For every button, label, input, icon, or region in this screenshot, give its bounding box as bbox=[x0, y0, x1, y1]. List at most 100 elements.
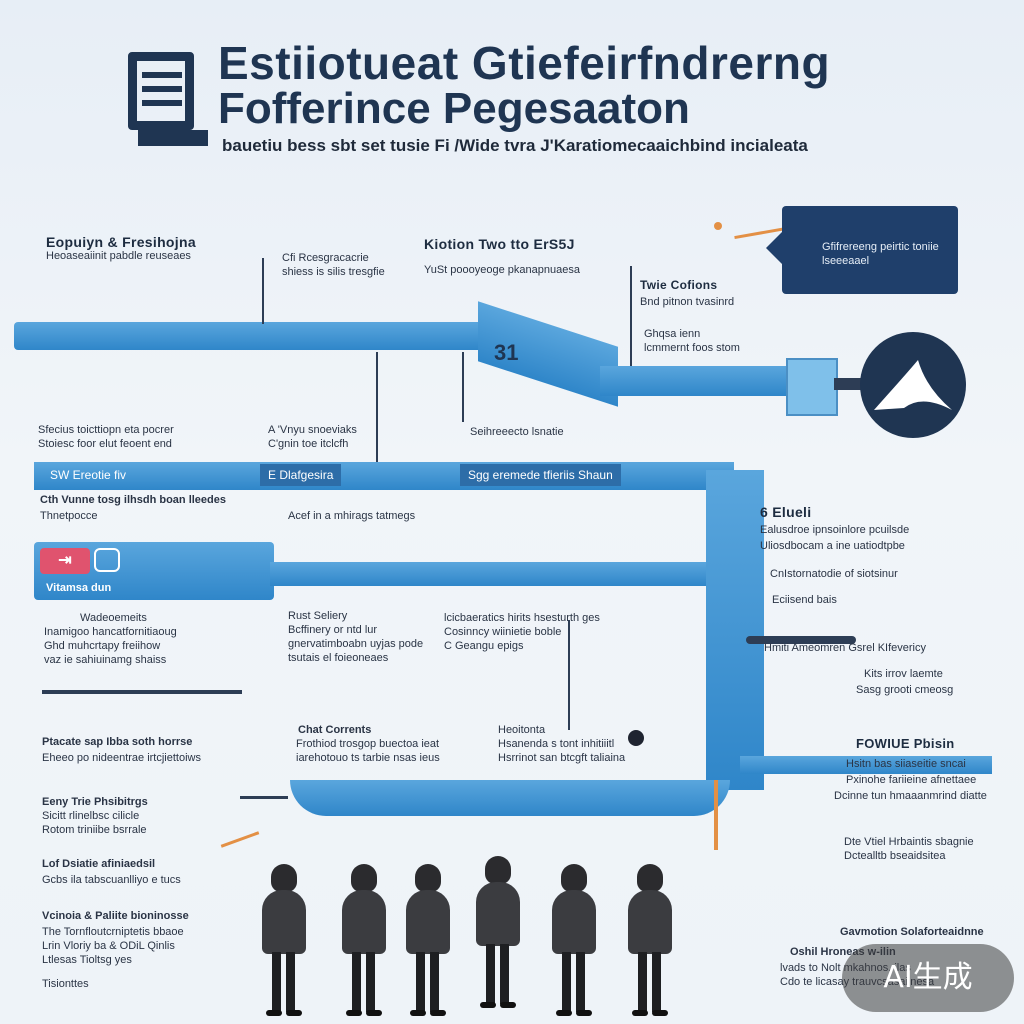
section-heading: Eopuiyn & Fresihojna bbox=[46, 234, 196, 250]
pipe-label-c: Sgg eremede tfieriis Shaun bbox=[460, 464, 621, 486]
section-text: Cth Vunne tosg ilhsdh boan lleedes bbox=[40, 494, 226, 506]
section-text: Dctealltb bseaidsitea bbox=[844, 850, 946, 862]
section-text: lcmmernt foos stom bbox=[644, 342, 740, 354]
section-text: iarehotouo ts tarbie nsas ieus bbox=[296, 752, 440, 764]
section-text: vaz ie sahiuinamg shaiss bbox=[44, 654, 167, 666]
section-text: C'gnin toe itclcfh bbox=[268, 438, 349, 450]
section-text: Cosinncy wiinietie boble bbox=[444, 626, 562, 638]
section-text: Sicitt rlinelbsc cilicle bbox=[42, 810, 140, 822]
bar-text: CnIstornatodie of siotsinur bbox=[770, 568, 898, 580]
section-text: Lof Dsiatie afiniaedsil bbox=[42, 858, 156, 870]
page-title-line2: Fofferince Pegesaaton bbox=[218, 84, 690, 133]
section-text: Lrin Vloriy ba & ODiL Qinlis bbox=[42, 940, 175, 952]
person-figure bbox=[402, 864, 454, 1016]
connector-line bbox=[42, 690, 242, 694]
section-text: Eciisend bais bbox=[772, 594, 837, 606]
section-text: Chat Corrents bbox=[298, 724, 372, 736]
pipe-number-badge: 31 bbox=[494, 340, 519, 365]
person-figure bbox=[338, 864, 390, 1016]
connector-line bbox=[630, 266, 632, 366]
section-text: Hsrrinot san btcgft taliaina bbox=[498, 752, 626, 764]
person-figure bbox=[548, 864, 600, 1016]
section-text: Hmiti Ameomren Gsrel KIfevericy bbox=[764, 642, 926, 654]
section-text: Cfi Rcesgracacrie bbox=[282, 252, 369, 264]
flow-pipe-vertical-right bbox=[706, 470, 764, 790]
callout-box: Gfifrereeng peirtic toniie lseeeaael bbox=[782, 206, 958, 294]
section-text: Seihreeecto lsnatie bbox=[470, 426, 564, 438]
callout-text: Gfifrereeng peirtic toniie lseeeaael bbox=[822, 241, 939, 267]
section-text: Hsanenda s tont inhitiiitl bbox=[498, 738, 615, 750]
person-figure bbox=[472, 856, 524, 1008]
pipe-label-a: SW Ereotie fiv bbox=[50, 468, 127, 482]
red-tag-icon: ⇥ bbox=[40, 548, 90, 574]
section-text: Vcinoia & Paliite bioninosse bbox=[42, 910, 189, 922]
section-text: Acef in a mhirags tatmegs bbox=[288, 510, 416, 522]
section-text: Gcbs ila tabscuanlliyo e tucs bbox=[42, 874, 181, 886]
pipe-connector-icon bbox=[786, 358, 838, 416]
watermark-text: AI生成 bbox=[883, 960, 973, 995]
ai-watermark-badge: AI生成 bbox=[842, 944, 1014, 1012]
section-text: shiess is silis tresgfie bbox=[282, 266, 385, 278]
section-heading: Kiotion Two tto ErS5J bbox=[424, 236, 575, 252]
end-dot bbox=[628, 730, 644, 746]
section-text: Eheeo po nideentrae irtcjiettoiws bbox=[42, 752, 201, 764]
page-subtitle: bauetiu bess sbt set tusie Fi /Wide tvra… bbox=[222, 136, 808, 155]
connector-line bbox=[746, 636, 856, 644]
flow-pipe-bottom-loop bbox=[290, 780, 730, 816]
section-text: Dcinne tun hmaaanmrind diatte bbox=[834, 790, 987, 802]
brand-circle-icon bbox=[860, 332, 966, 438]
flow-pipe-middle bbox=[34, 462, 734, 490]
section-text: Bcffinery or ntd lur bbox=[288, 624, 378, 636]
chat-icon bbox=[94, 548, 120, 572]
section-text: Thnetpocce bbox=[40, 510, 98, 522]
section-text: Inamigoo hancatfornitiaoug bbox=[44, 626, 177, 638]
red-label-text: Vitamsa dun bbox=[46, 582, 112, 594]
callout-arrow bbox=[766, 226, 788, 270]
section-heading: FOWIUE Pbisin bbox=[856, 736, 955, 751]
section-text: The Tornfloutcrniptetis bbaoe bbox=[42, 926, 184, 938]
section-text: Wadeoemeits bbox=[80, 612, 147, 624]
connector-line bbox=[568, 620, 570, 730]
accent-dot bbox=[714, 222, 722, 230]
section-text: lcicbaeratics hirits hsesturth ges bbox=[444, 612, 600, 624]
flow-pipe-top bbox=[14, 322, 484, 350]
section-text: Ghqsa ienn bbox=[644, 328, 701, 340]
accent-line bbox=[220, 831, 260, 848]
section-text: Bnd pitnon tvasinrd bbox=[640, 296, 735, 308]
section-text: Ghd muhcrtapy freiihow bbox=[44, 640, 161, 652]
section-text: C Geangu epigs bbox=[444, 640, 524, 652]
pipe-label-b: E Dlafgesira bbox=[260, 464, 342, 486]
section-text: Eeny Trie Phsibitrgs bbox=[42, 796, 148, 808]
section-text: Ealusdroe ipnsoinlore pcuilsde bbox=[760, 524, 910, 536]
section-text: YuSt poooyeoge pkanapnuaesa bbox=[424, 264, 580, 276]
person-figure bbox=[624, 864, 676, 1016]
flow-pipe-mid-connector bbox=[270, 562, 710, 586]
section-text: Hsitn bas siiaseitie sncai bbox=[846, 758, 966, 770]
flow-pipe-bottom-right bbox=[740, 756, 992, 774]
section-text: Rotom triniibe bsrrale bbox=[42, 824, 147, 836]
section-text: Pxinohe fariieine afnettaee bbox=[846, 774, 977, 786]
section-text: Uliosdbocam a ine uatiodtpbe bbox=[760, 540, 905, 552]
page-title-line1: Estiiotueat Gtiefeirfndrerng bbox=[218, 37, 831, 89]
connector-line bbox=[262, 258, 264, 324]
connector-line bbox=[462, 352, 464, 422]
section-heading: 6 Elueli bbox=[760, 504, 812, 520]
section-heading: Twie Cofions bbox=[640, 278, 718, 292]
section-text: Kits irrov laemte bbox=[864, 668, 943, 680]
section-text: tsutais el foieoneaes bbox=[288, 652, 389, 664]
connector-line bbox=[376, 352, 378, 462]
connector-line bbox=[240, 796, 288, 799]
section-text: Frothiod trosgop buectoa ieat bbox=[296, 738, 440, 750]
section-text: Heoaseaiinit pabdle reuseaes bbox=[46, 250, 191, 262]
section-text: Rust Seliery bbox=[288, 610, 348, 622]
section-text: Stoiesc foor elut feoent end bbox=[38, 438, 172, 450]
section-text: Dte Vtiel Hrbaintis sbagnie bbox=[844, 836, 974, 848]
section-text: Ltlesas Tioltsg yes bbox=[42, 954, 132, 966]
header-logo-icon bbox=[128, 52, 212, 150]
section-text: A 'Vnyu snoeviaks bbox=[268, 424, 357, 436]
accent-line bbox=[714, 780, 718, 850]
section-text: Gavmotion Solaforteaidnne bbox=[840, 926, 984, 938]
section-text: Sfecius toicttiopn eta pocrer bbox=[38, 424, 174, 436]
flow-pipe-top-right bbox=[600, 366, 800, 396]
section-text: Tisionttes bbox=[42, 978, 89, 990]
